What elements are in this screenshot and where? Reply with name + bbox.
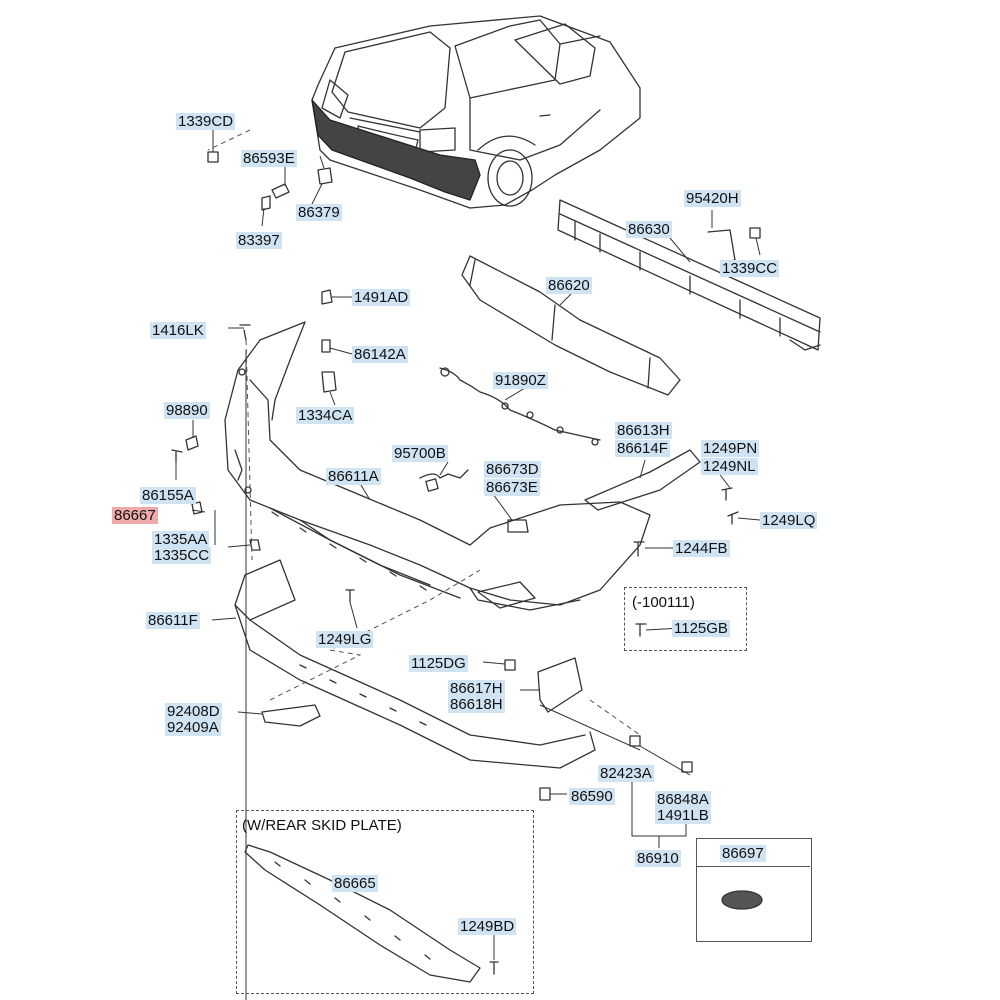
part-label-1335cc[interactable]: 1335CC bbox=[152, 547, 212, 564]
part-label-86630[interactable]: 86630 bbox=[626, 221, 672, 238]
bracket-86673d bbox=[508, 520, 528, 532]
part-label-1335aa[interactable]: 1335AA bbox=[152, 531, 210, 548]
clip-86848a bbox=[682, 762, 692, 772]
part-label-1125gb[interactable]: 1125GB bbox=[672, 620, 730, 637]
bolt-1125gb bbox=[636, 624, 646, 636]
part-label-92408d[interactable]: 92408D bbox=[165, 703, 222, 720]
part-label-1249nl[interactable]: 1249NL bbox=[701, 458, 758, 475]
part-label-86673d[interactable]: 86673D bbox=[484, 461, 541, 478]
bracket-86617h bbox=[538, 658, 582, 712]
part-label-86155a[interactable]: 86155A bbox=[140, 487, 196, 504]
clip-98890 bbox=[186, 436, 198, 450]
part-label-1339cc[interactable]: 1339CC bbox=[720, 260, 780, 277]
part-label-1249bd[interactable]: 1249BD bbox=[458, 918, 517, 935]
variant-note: (-100111) bbox=[632, 594, 695, 611]
part-label-86593e[interactable]: 86593E bbox=[241, 150, 297, 167]
part-label-1249pn[interactable]: 1249PN bbox=[701, 440, 760, 457]
part-label-91890z[interactable]: 91890Z bbox=[493, 372, 548, 389]
clip-86590 bbox=[540, 788, 550, 800]
vehicle-illustration bbox=[312, 16, 640, 208]
part-label-86673e[interactable]: 86673E bbox=[484, 479, 540, 496]
part-label-86697[interactable]: 86697 bbox=[720, 845, 766, 862]
part-label-86611f[interactable]: 86611F bbox=[146, 612, 200, 629]
part-label-86910[interactable]: 86910 bbox=[635, 850, 681, 867]
part-label-86611a[interactable]: 86611A bbox=[326, 468, 381, 485]
clip-86379 bbox=[318, 168, 332, 184]
sensor-95700b bbox=[420, 470, 468, 478]
bolt-1244fb bbox=[634, 542, 644, 556]
screw-1416lk bbox=[240, 325, 250, 340]
screw-1249lq bbox=[728, 512, 738, 524]
part-label-95700b[interactable]: 95700B bbox=[392, 445, 448, 462]
screw-1249pn bbox=[722, 488, 732, 500]
part-label-92409a[interactable]: 92409A bbox=[165, 719, 221, 736]
part-label-86614f[interactable]: 86614F bbox=[615, 440, 670, 457]
part-label-1125dg[interactable]: 1125DG bbox=[409, 655, 468, 672]
guide-lines bbox=[208, 130, 640, 735]
part-label-1491lb[interactable]: 1491LB bbox=[655, 807, 711, 824]
part-label-1244fb[interactable]: 1244FB bbox=[673, 540, 730, 557]
part-label-86617h[interactable]: 86617H bbox=[448, 680, 505, 697]
clip-82423a bbox=[630, 736, 640, 746]
part-label-1249lg[interactable]: 1249LG bbox=[316, 631, 374, 648]
emblem-box-header bbox=[696, 838, 810, 867]
part-label-86665[interactable]: 86665 bbox=[332, 875, 378, 892]
screw-86155a bbox=[172, 450, 182, 462]
skid-plate-86665 bbox=[245, 845, 480, 982]
part-label-86613h[interactable]: 86613H bbox=[615, 422, 672, 439]
part-label-86620[interactable]: 86620 bbox=[546, 277, 592, 294]
part-label-1334ca[interactable]: 1334CA bbox=[296, 407, 355, 424]
part-label-1339cd[interactable]: 1339CD bbox=[176, 113, 236, 130]
bumper-cover-86611a bbox=[225, 322, 650, 610]
part-label-86667[interactable]: 86667 bbox=[112, 507, 158, 524]
part-label-1416lk[interactable]: 1416LK bbox=[150, 322, 206, 339]
bolt-86593e bbox=[272, 184, 289, 198]
reflector-92408d bbox=[262, 705, 320, 726]
screw-1249bd bbox=[490, 962, 498, 974]
screw-1249lg bbox=[346, 590, 354, 602]
part-label-1249lq[interactable]: 1249LQ bbox=[760, 512, 818, 529]
part-label-86142a[interactable]: 86142A bbox=[352, 346, 408, 363]
clip-1491ad bbox=[322, 290, 332, 304]
wiring-harness-91890z bbox=[440, 368, 600, 445]
part-label-95420h[interactable]: 95420H bbox=[684, 190, 741, 207]
clip-1125dg bbox=[505, 660, 515, 670]
part-label-86848a[interactable]: 86848A bbox=[655, 791, 711, 808]
skid-plate-box bbox=[236, 810, 534, 994]
bracket-1334ca bbox=[322, 372, 336, 392]
variant-box bbox=[624, 587, 747, 651]
part-label-86590[interactable]: 86590 bbox=[569, 788, 615, 805]
part-label-1491ad[interactable]: 1491AD bbox=[352, 289, 411, 306]
part-label-86379[interactable]: 86379 bbox=[296, 204, 342, 221]
part-label-86618h[interactable]: 86618H bbox=[448, 696, 505, 713]
emblem-86697 bbox=[722, 891, 762, 909]
part-label-82423a[interactable]: 82423A bbox=[598, 765, 654, 782]
energy-absorber-86620 bbox=[462, 256, 680, 395]
seal-83397 bbox=[262, 196, 270, 210]
skid-plate-note: (W/REAR SKID PLATE) bbox=[242, 817, 402, 834]
clip-1339cd bbox=[208, 152, 218, 162]
part-label-98890[interactable]: 98890 bbox=[164, 402, 210, 419]
lower-cover-86611f bbox=[235, 560, 595, 768]
nut-1335aa bbox=[250, 540, 260, 550]
bolt-86142a bbox=[322, 340, 330, 352]
part-label-83397[interactable]: 83397 bbox=[236, 232, 282, 249]
bracket-86613h bbox=[585, 450, 700, 510]
rear-beam-86630 bbox=[558, 200, 820, 350]
emblem-box bbox=[696, 838, 812, 942]
